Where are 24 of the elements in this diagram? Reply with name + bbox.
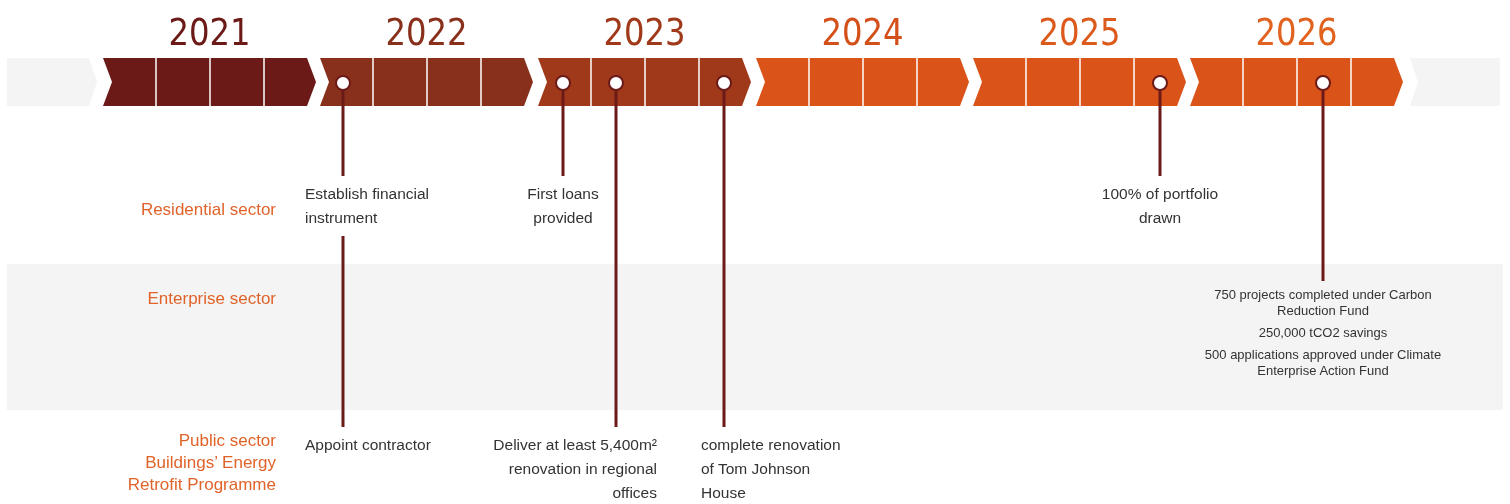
leader-line [561,91,565,176]
milestone-text: First loans provided [503,182,623,230]
milestone-text: complete renovation of Tom Johnson House [701,433,841,504]
milestone-text: 500 applications approved under Climate Enterprise Action Fund [1203,347,1443,379]
leader-line [614,91,618,427]
milestone-text: Deliver at least 5,400m² renovation in regional offices [475,433,657,504]
leader-line [1321,91,1325,281]
milestone-text: 250,000 tCO2 savings [1257,325,1389,341]
leader-line [341,236,345,427]
year-label: 2024 [820,9,905,56]
year-label: 2026 [1254,9,1339,56]
year-label: 2023 [602,9,687,56]
row-heading: Public sector Buildings’ Energy Retrofit Programme [126,430,276,496]
leader-line [341,91,345,176]
year-label: 2025 [1037,9,1122,56]
row-heading: Enterprise sector [146,288,276,310]
row-heading: Residential sector [139,199,276,221]
leader-line [722,91,726,427]
milestone-text: 100% of portfolio drawn [1095,182,1225,230]
year-label: 2022 [384,9,469,56]
year-label: 2021 [167,9,252,56]
milestone-text: Establish financial instrument [305,182,465,230]
milestone-text: 750 projects completed under Carbon Reduction Fund [1213,287,1433,319]
leader-line [1158,91,1162,176]
